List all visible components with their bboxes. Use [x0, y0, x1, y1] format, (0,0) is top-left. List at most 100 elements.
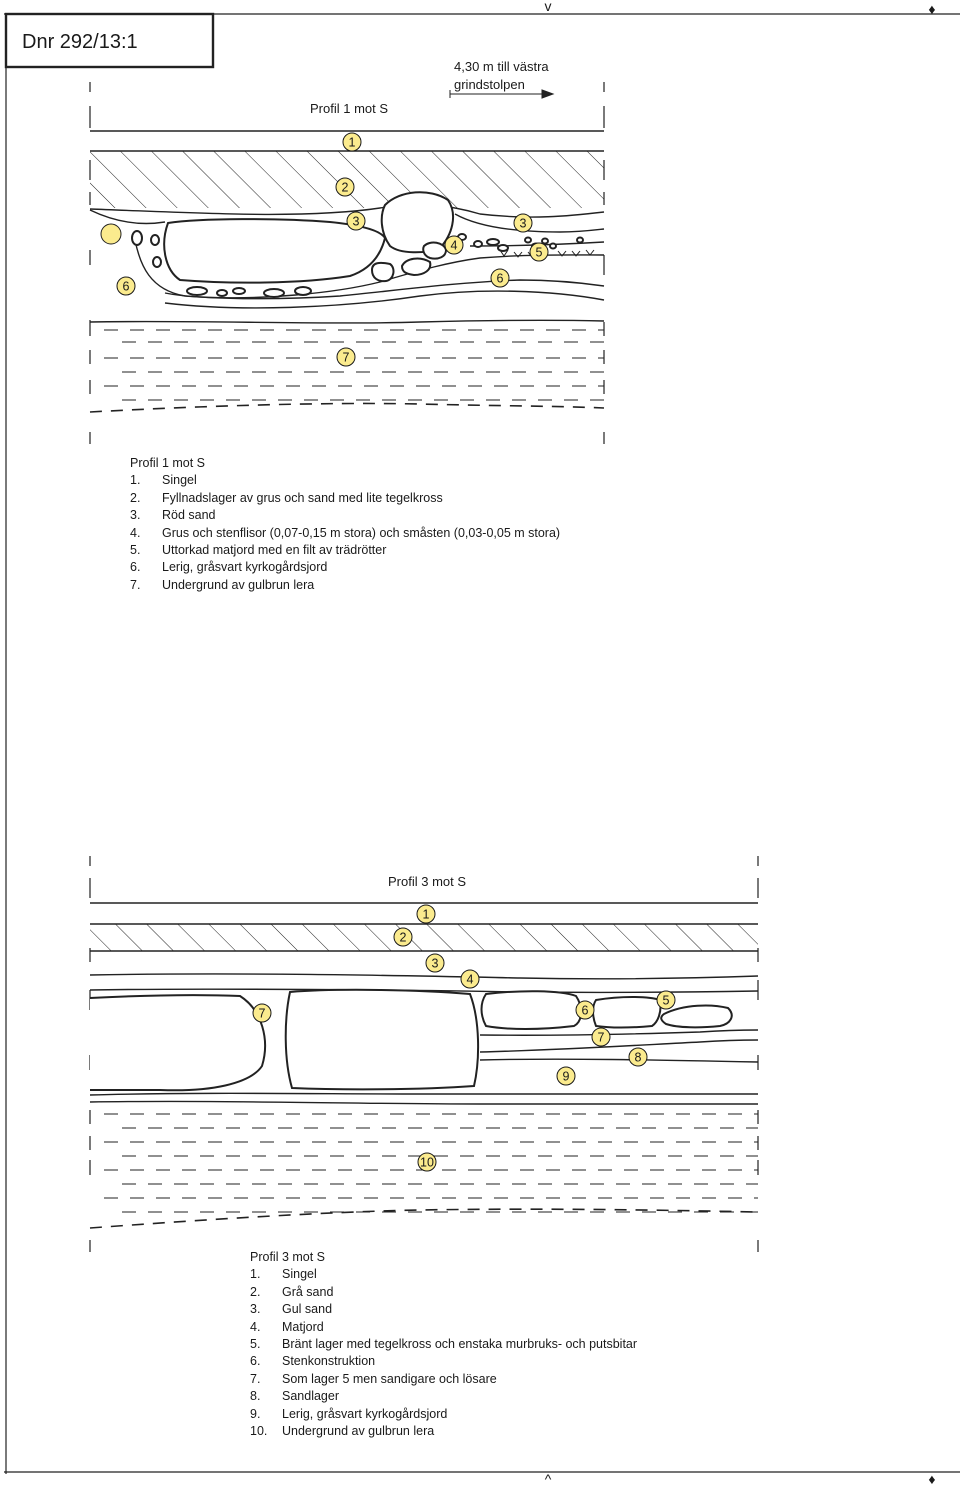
profile-1-layer-marker-label: 6 [123, 280, 130, 294]
profile-3-legend-text: Undergrund av gulbrun lera [282, 1424, 435, 1439]
profile-3-layer-marker [460, 969, 480, 989]
profile-1-drawing: Profil 1 mot S 4,30 m till västra grinds… [89, 59, 605, 444]
profile-3-layer-marker [252, 1003, 272, 1023]
profile-1-clay-dashes [89, 329, 605, 413]
profile-1-legend-text: Uttorkad matjord med en filt av trädrött… [162, 543, 387, 558]
profile-3-legend-text: Sandlager [282, 1389, 339, 1404]
profile-3-legend-text: Stenkonstruktion [282, 1354, 376, 1369]
profile-1-layer-marker [335, 177, 355, 197]
profile-1-layer-marker [529, 242, 549, 262]
profile-3-legend-number: 7. [250, 1371, 261, 1386]
profile-3-legend-item: 9. Lerig, gråsvart kyrkogårdsjord [250, 1406, 637, 1423]
profile-3-legend-item: 5.Bränt lager med tegelkross och enstaka… [250, 1336, 637, 1353]
profile-3-layer-marker [656, 990, 676, 1010]
profile-3-layer-marker-label: 2 [400, 931, 407, 945]
profile-1-legend-item: 4. Grus och stenflisor (0,07-0,15 m stora… [130, 525, 560, 542]
profile-3-legend-number: 5. [250, 1337, 261, 1352]
profile-1-legend-number: 7. [130, 577, 141, 592]
profile-1-stones [131, 191, 584, 298]
profile-3-legend-item: 2. Grå sand [250, 1284, 637, 1301]
profile-3-layer-marker-label: 6 [582, 1004, 589, 1018]
profile-1-layer-marker [116, 276, 136, 296]
profile-3-legend-number: 2. [250, 1284, 261, 1299]
profile-3-layer-marker-label: 10 [420, 1156, 434, 1170]
profile-3-stones [89, 988, 733, 1092]
profile-3-layer-marker-label: 9 [563, 1070, 570, 1084]
profile-1-legend-number: 5. [130, 543, 141, 558]
profile-1-legend-text: Singel [162, 473, 197, 488]
profile-3-legend-text: Grå sand [282, 1284, 334, 1299]
profile-3-layer-marker [628, 1047, 648, 1067]
profile-3-legend-item: 6.Stenkonstruktion [250, 1353, 637, 1370]
profile-1-layer-marker-label: 1 [349, 136, 356, 150]
profile-3-clay-dashes [89, 1113, 759, 1229]
profile-3-layer-marker [575, 1000, 595, 1020]
profile-1-legend-item: 1. Singel [130, 472, 560, 489]
profile-3-layer-marker-label: 1 [423, 908, 430, 922]
profile-3-layer-marker-label: 5 [663, 994, 670, 1008]
distance-note-line-1: 4,30 m till västra [454, 59, 549, 74]
profile-1-layer-marker [490, 268, 510, 288]
profile-3-layer-marker [393, 927, 413, 947]
profile-1-legend-item: 5. Uttorkad matjord med en filt av trädrö… [130, 542, 560, 559]
profile-3-legend-text: Matjord [282, 1319, 324, 1334]
profile-1-layer-marker [444, 235, 464, 255]
bottom-corner-marker: ♦ [928, 1471, 935, 1486]
profile-3-legend-text: Gul sand [282, 1302, 333, 1317]
profile-1-legend-text: Röd sand [162, 508, 216, 523]
profile-1-layer-marker [346, 211, 366, 231]
profile-3-legend-text: Som lager 5 men sandigare och lösare [282, 1371, 497, 1386]
profile-1-legend-item: 2. Fyllnadslager av grus och sand med lit… [130, 490, 560, 507]
profile-3-drawing: Profil 3 mot S [89, 856, 759, 1252]
profile-1-legend-number: 1. [130, 473, 141, 488]
profile-1-legend-number: 3. [130, 508, 141, 523]
profile-3-legend-item: 4. Matjord [250, 1319, 637, 1336]
profile-3-legend-item: 10. Undergrund av gulbrun lera [250, 1423, 637, 1440]
profile-1-legend-text: Fyllnadslager av grus och sand med lite … [162, 490, 443, 505]
profile-3-layer-marker [417, 1152, 437, 1172]
profile-3-legend-number: 4. [250, 1319, 261, 1334]
profile-3-legend-number: 9. [250, 1406, 261, 1421]
profile-1-legend-text: Lerig, gråsvart kyrkogårdsjord [162, 560, 328, 575]
profile-3-legend-item: 8.Sandlager [250, 1388, 637, 1405]
profile-3-layer-marker [556, 1066, 576, 1086]
profile-1-layer-marker-label: 3 [520, 217, 527, 231]
profile-1-legend-title: Profil 1 mot S [130, 456, 206, 470]
profile-3-layer-marker [591, 1027, 611, 1047]
profile-1-legend-item: 3. Röd sand [130, 507, 560, 524]
profile-3-layers [89, 973, 759, 1105]
profile-3-legend-title: Profil 3 mot S [250, 1250, 326, 1264]
profile-3-legend-number: 3. [250, 1302, 261, 1317]
dnr-title: Dnr 292/13:1 [22, 31, 138, 53]
profile-1-legend-list: 1. Singel 2. Fyllnadslager av grus och sand… [130, 472, 560, 594]
profile-1-layer-marker-label: 5 [536, 246, 543, 260]
profile-3-title: Profil 3 mot S [388, 874, 466, 889]
profile-1-legend-number: 2. [130, 490, 141, 505]
profile-1-layer-marker-label: 2 [342, 181, 349, 195]
distance-arrow [449, 89, 555, 99]
profile-3-legend-item: 3. Gul sand [250, 1301, 637, 1318]
profile-1-layer-marker-label: 3 [353, 215, 360, 229]
profile-1-legend-text: Undergrund av gulbrun lera [162, 577, 315, 592]
bottom-center-marker: ^ [545, 1471, 552, 1486]
profile-3-layer-marker-label: 3 [432, 957, 439, 971]
profile-1-layers [89, 204, 605, 324]
profile-3-legend-item: 7. Som lager 5 men sandigare och lösare [250, 1371, 637, 1388]
profile-1-title: Profil 1 mot S [310, 101, 388, 116]
profile-1-legend-text: Grus och stenflisor (0,07-0,15 m stora) … [162, 525, 561, 540]
top-center-marker: v [545, 0, 552, 14]
profile-1-legend-number: 4. [130, 525, 141, 540]
profile-3-legend-item: 1.Singel [250, 1266, 637, 1283]
profile-3-legend-text: Singel [282, 1267, 317, 1282]
sheet-frame [4, 12, 960, 1474]
pebble-highlight [100, 223, 122, 245]
profile-3-legend-number: 10. [250, 1424, 268, 1439]
profile-1-legend-number: 6. [130, 560, 141, 575]
profile-3-legend-text: Lerig, gråsvart kyrkogårdsjord [282, 1406, 448, 1421]
profile-3-layer-marker [425, 953, 445, 973]
profile-3-layer-marker-label: 8 [635, 1051, 642, 1065]
